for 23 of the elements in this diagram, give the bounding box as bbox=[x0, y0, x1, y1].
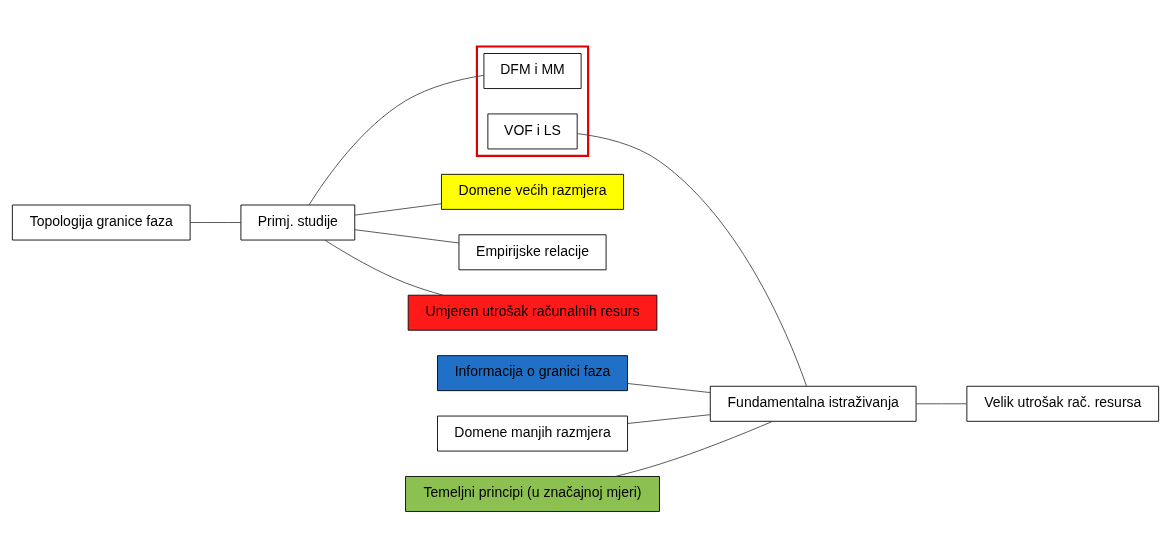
node-box: Fundamentalna istraživanja bbox=[709, 385, 917, 422]
node-box: VOF i LS bbox=[487, 113, 578, 149]
connector bbox=[627, 382, 711, 393]
node-box: Umjeren utrošak računalnih resurs bbox=[407, 294, 658, 331]
connector bbox=[308, 74, 485, 205]
connector bbox=[354, 202, 442, 216]
node-box: Primj. studije bbox=[240, 204, 356, 240]
node-box: DFM i MM bbox=[483, 52, 582, 89]
node-box: Domene manjih razmjera bbox=[437, 415, 628, 451]
node-box: Informacija o granici faza bbox=[437, 354, 628, 391]
connector bbox=[354, 228, 460, 243]
node-box: Domene većih razmjera bbox=[441, 173, 625, 210]
cluster bbox=[475, 44, 590, 157]
connector bbox=[324, 239, 444, 296]
connector bbox=[189, 221, 242, 223]
node-box: Temeljni principi (u značajnoj mjeri) bbox=[405, 475, 660, 512]
node-box: Topologija granice faza bbox=[11, 204, 191, 240]
connector bbox=[627, 413, 711, 424]
node-box: Empirijske relacije bbox=[458, 233, 607, 270]
connector bbox=[576, 132, 807, 387]
node-box: Velik utrošak rač. resursa bbox=[966, 385, 1160, 422]
connector bbox=[915, 402, 968, 404]
connector bbox=[615, 420, 773, 477]
